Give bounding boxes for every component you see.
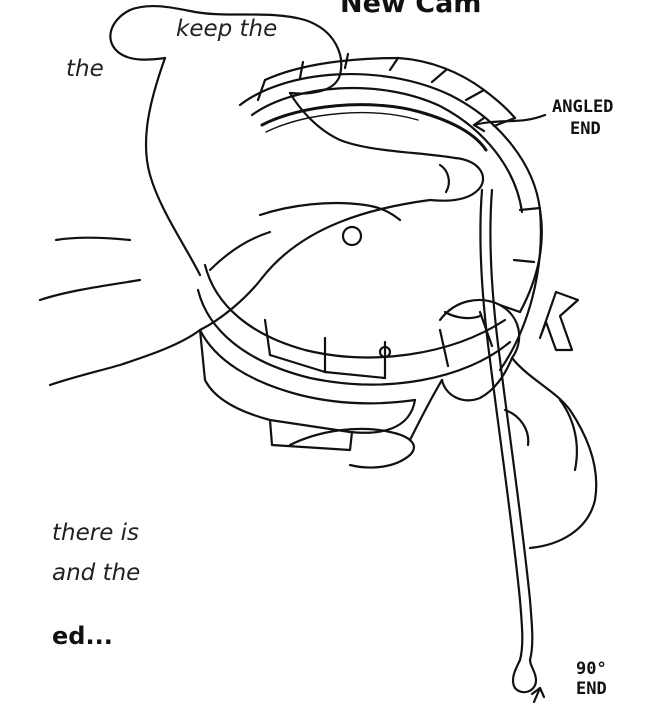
push-arrow xyxy=(540,292,578,350)
callout-ninety-line-2: END xyxy=(576,679,607,699)
callout-angled-line-1: ANGLED xyxy=(552,97,613,117)
upper-hand xyxy=(40,6,483,385)
callout-angled-line-2: END xyxy=(570,119,601,139)
callout-ninety-line-1: 90° xyxy=(576,659,607,679)
